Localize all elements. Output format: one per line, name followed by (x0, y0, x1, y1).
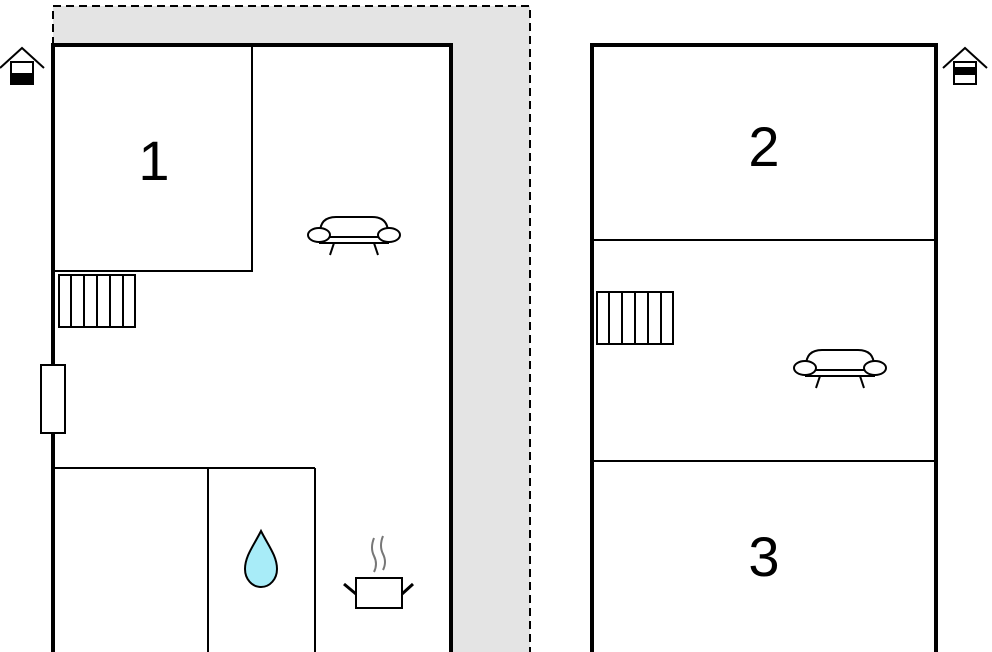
terrace (53, 6, 530, 652)
room-1 (52, 44, 253, 272)
terrace-dashed-border (52, 5, 531, 652)
room-2-number: 2 (748, 115, 779, 178)
bathroom-water-drop-icon (243, 528, 279, 589)
room-3-number: 3 (748, 525, 779, 588)
door-icon (40, 364, 66, 434)
ground-floor: 1 (0, 5, 531, 652)
upper-floor: 2 3 (590, 43, 988, 652)
stairs-icon (58, 274, 136, 328)
stairs-icon (596, 291, 674, 345)
room-1-number: 1 (138, 129, 169, 192)
house-upper-floor-icon (942, 46, 988, 85)
house-ground-floor-icon (0, 46, 45, 85)
upper-floor-outer-wall (590, 43, 938, 652)
kitchen-pot-icon (343, 535, 415, 609)
